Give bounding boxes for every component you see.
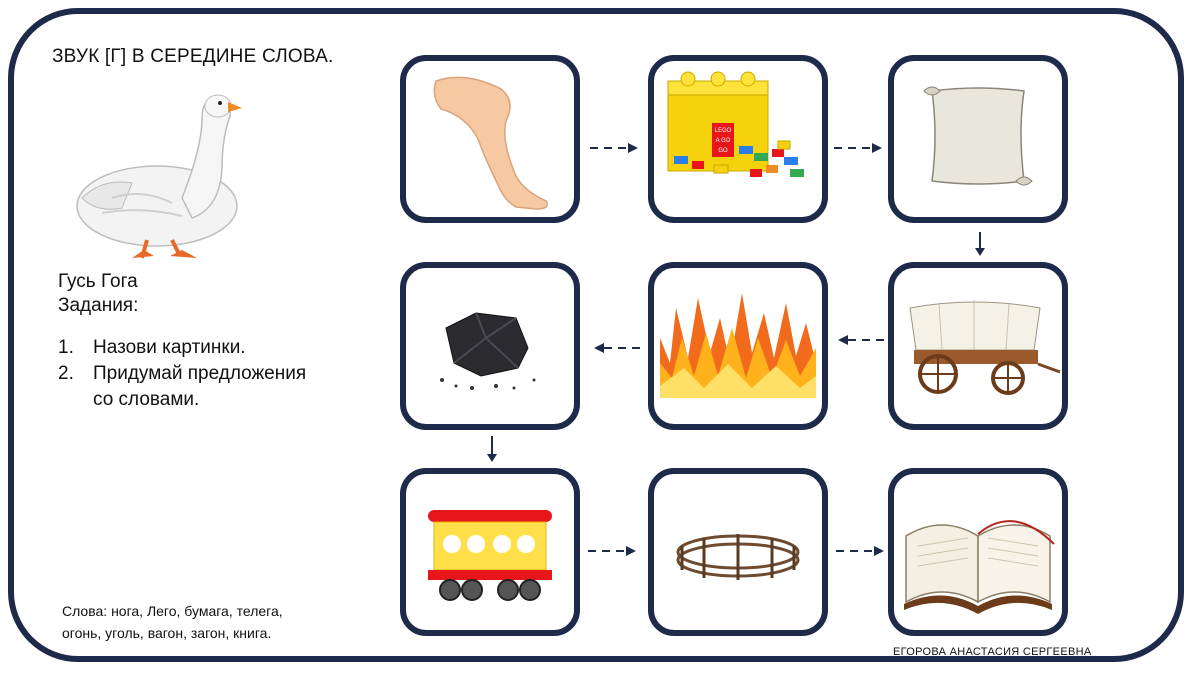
lego-logo-text: A GO — [716, 138, 731, 144]
book-icon — [904, 520, 1055, 614]
picture-card-wagon — [400, 468, 580, 636]
picture-card-fence — [648, 468, 828, 636]
tasks-heading: Задания: — [58, 295, 139, 316]
task-text: Придумай предложения со словами. — [93, 363, 307, 410]
page-title: ЗВУК [Г] В СЕРЕДИНЕ СЛОВА. — [52, 46, 334, 67]
word-list: Слова: нога, Лего, бумага, телега, огонь… — [62, 600, 352, 644]
goose-icon — [76, 94, 242, 259]
author-credit: ЕГОРОВА АНАСТАСИЯ СЕРГЕЕВНА — [893, 646, 1092, 658]
picture-card-paper — [888, 55, 1068, 223]
word-list-line: огонь, уголь, вагон, загон, книга. — [62, 625, 272, 641]
goose-name: Гусь Гога — [58, 271, 138, 292]
task-item: 1. Назови картинки. — [58, 335, 313, 361]
wagon-icon — [428, 510, 552, 601]
picture-card-coal — [400, 262, 580, 430]
arrow-right-icon — [834, 143, 882, 153]
coal-icon — [440, 312, 536, 390]
arrow-left-icon — [594, 343, 642, 353]
paper-scroll-icon — [923, 86, 1033, 186]
task-number: 1. — [58, 337, 74, 358]
arrow-down-icon — [487, 436, 497, 462]
word-list-line: Слова: нога, Лего, бумага, телега, — [62, 603, 283, 619]
task-text: Назови картинки. — [93, 337, 246, 358]
task-number: 2. — [58, 363, 74, 384]
leg-icon — [433, 76, 548, 210]
cart-icon — [909, 300, 1061, 395]
picture-card-cart — [888, 262, 1068, 430]
arrow-down-icon — [975, 232, 985, 256]
lego-logo-text: GO — [718, 148, 728, 154]
worksheet-frame — [8, 8, 1184, 662]
lego-box-icon: LEGO A GO GO — [667, 71, 804, 177]
task-list: 1. Назови картинки. 2. Придумай предложе… — [58, 335, 313, 413]
lego-logo-text: LEGO — [715, 128, 732, 134]
arrow-right-icon — [588, 546, 636, 556]
picture-card-lego: LEGO A GO GO — [648, 55, 828, 223]
arrow-right-icon — [836, 546, 884, 556]
arrow-right-icon — [590, 143, 638, 153]
picture-card-leg — [400, 55, 580, 223]
fence-pen-icon — [676, 534, 800, 580]
fire-icon — [660, 293, 816, 398]
picture-card-book — [888, 468, 1068, 636]
picture-card-fire — [648, 262, 828, 430]
arrow-left-icon — [838, 335, 886, 345]
task-item: 2. Придумай предложения со словами. — [58, 361, 313, 413]
